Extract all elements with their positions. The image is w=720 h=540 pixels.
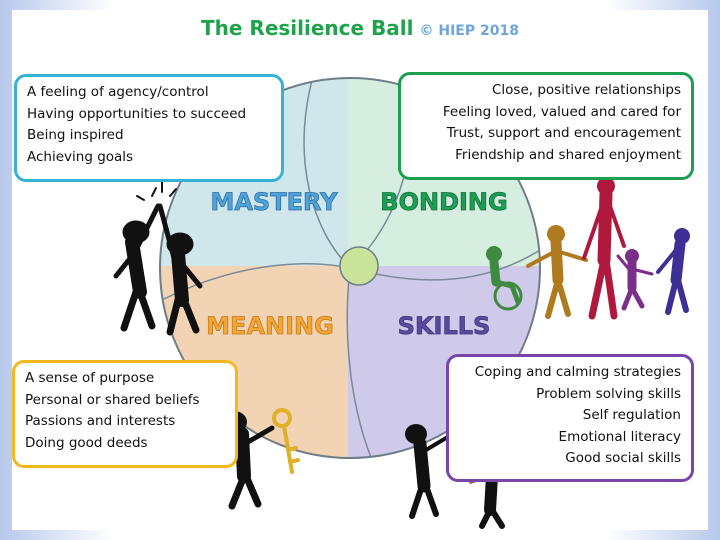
meaning-item: Personal or shared beliefs — [25, 391, 200, 408]
slide: MASTERY BONDING MEANING SKILLS — [12, 10, 708, 530]
skills-item: Good social skills — [565, 450, 681, 466]
meaning-item: Passions and interests — [25, 413, 176, 429]
skills-box: Coping and calming strategies Problem so… — [446, 354, 694, 482]
mastery-item: A feeling of agency/control — [27, 84, 209, 100]
ball-center — [339, 246, 379, 286]
skills-item: Coping and calming strategies — [474, 364, 681, 380]
skills-item: Emotional literacy — [558, 428, 681, 445]
meaning-item: A sense of purpose — [25, 370, 155, 386]
copyright-text: © HIEP 2018 — [419, 23, 519, 39]
meaning-item: Doing good deeds — [25, 434, 148, 451]
mastery-item: Having opportunities to succeed — [27, 105, 247, 122]
mastery-label: MASTERY — [210, 188, 338, 216]
family-figures — [486, 177, 690, 320]
bonding-label: BONDING — [380, 188, 507, 216]
skills-item: Problem solving skills — [536, 385, 681, 402]
bonding-item: Friendship and shared enjoyment — [455, 146, 681, 163]
bonding-item: Feeling loved, valued and cared for — [442, 103, 681, 120]
bonding-item: Trust, support and encouragement — [446, 125, 681, 141]
mastery-box: A feeling of agency/control Having oppor… — [14, 74, 284, 182]
skills-label: SKILLS — [398, 312, 491, 340]
mastery-item: Being inspired — [27, 127, 124, 143]
skills-item: Self regulation — [582, 407, 681, 423]
meaning-label: MEANING — [206, 312, 334, 340]
meaning-box: A sense of purpose Personal or shared be… — [12, 360, 238, 468]
title-text: The Resilience Ball — [201, 16, 414, 40]
mastery-item: Achieving goals — [27, 148, 134, 165]
bonding-item: Close, positive relationships — [492, 82, 681, 98]
bonding-box: Close, positive relationships Feeling lo… — [398, 72, 694, 180]
high-five-figures — [113, 181, 203, 336]
page-title: The Resilience Ball © HIEP 2018 — [12, 16, 708, 40]
